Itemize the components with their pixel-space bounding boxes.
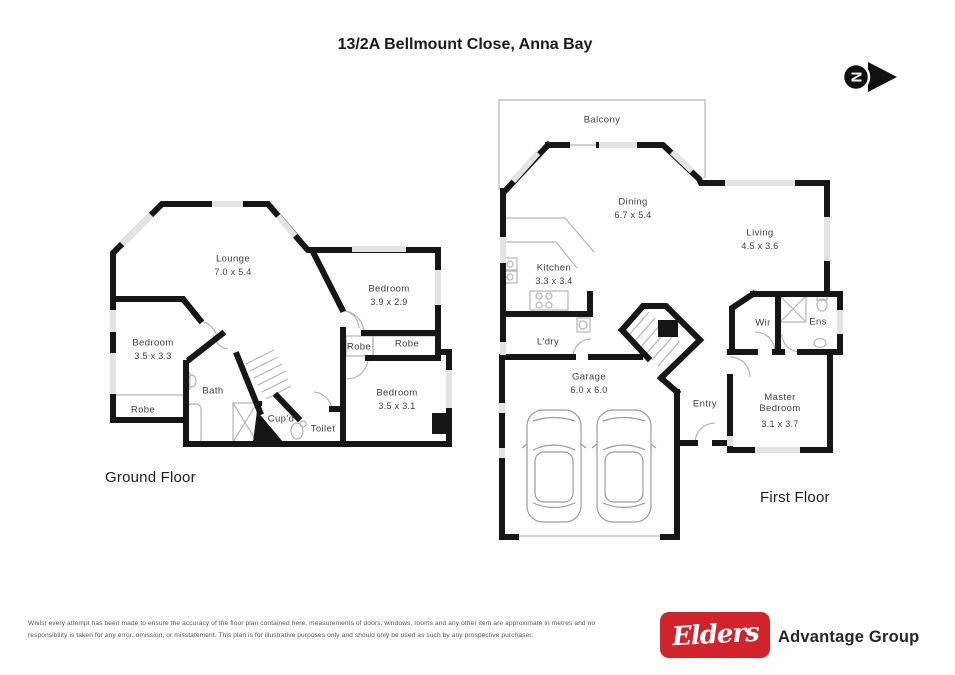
first-floor-label: First Floor (760, 489, 830, 506)
ff-walls (499, 140, 843, 540)
disclaimer-line-1: Whilst every attempt has been made to en… (28, 620, 596, 627)
room-dims-dining: 6.7 x 5.4 (614, 210, 652, 220)
room-dims-master: 3.1 x 3.7 (761, 419, 799, 429)
room-label-entry: Entry (692, 398, 718, 410)
room-label-cupd: Cup'd (267, 413, 295, 425)
room-label-ens: Ens (809, 316, 827, 328)
room-label-master: Master Bedroom (759, 392, 801, 414)
room-label-kitchen: Kitchen (536, 262, 572, 274)
room-label-robe-left: Robe (346, 341, 372, 353)
room-label-lounge: Lounge (215, 253, 251, 265)
stair-landing (658, 320, 678, 337)
room-label-bedroom-sw: Bedroom (132, 337, 174, 349)
disclaimer-line-2: responsibility is taken for any error, o… (28, 632, 534, 639)
room-label-balcony: Balcony (583, 114, 621, 126)
room-dims-bedroom-sw: 3.5 x 3.3 (134, 351, 172, 361)
room-label-dining: Dining (618, 196, 648, 208)
room-label-robe-sw: Robe (130, 404, 156, 416)
elders-logo: Elders (660, 612, 770, 658)
gf-windows (110, 201, 452, 408)
room-dims-kitchen: 3.3 x 3.4 (535, 276, 573, 286)
room-label-garage: Garage (571, 371, 607, 383)
room-dims-garage: 6.0 x 6.0 (570, 385, 608, 395)
room-label-ldry: L'dry (536, 336, 560, 348)
room-label-bath: Bath (202, 385, 224, 397)
north-arrow-icon: N (841, 62, 897, 92)
room-dims-lounge: 7.0 x 5.4 (214, 267, 252, 277)
ff-windows (499, 142, 843, 458)
brand-group-name: Advantage Group (778, 628, 920, 646)
car-icon (591, 409, 657, 523)
elders-logo-text: Elders (670, 617, 760, 653)
room-label-robe-right: Robe (394, 338, 420, 350)
room-label-wir: Wir (755, 317, 771, 329)
room-label-bedroom-ne: Bedroom (368, 283, 410, 295)
gf-solid-fills (253, 401, 449, 442)
page-title: 13/2A Bellmount Close, Anna Bay (337, 36, 593, 53)
ground-floor-label: Ground Floor (105, 469, 196, 486)
room-label-bedroom-se: Bedroom (376, 387, 418, 399)
room-dims-living: 4.5 x 3.6 (741, 241, 779, 251)
gf-outer-wall (110, 201, 452, 447)
room-label-toilet: Toilet (310, 423, 336, 435)
room-dims-bedroom-ne: 3.9 x 2.9 (370, 297, 408, 307)
first-floor-plan (498, 99, 843, 540)
room-label-living: Living (746, 227, 774, 239)
north-letter: N (848, 72, 865, 83)
room-dims-bedroom-se: 3.5 x 3.1 (378, 401, 416, 411)
gf-interior-walls (110, 247, 441, 447)
ground-floor-plan (110, 201, 452, 447)
car-icon (521, 409, 587, 523)
